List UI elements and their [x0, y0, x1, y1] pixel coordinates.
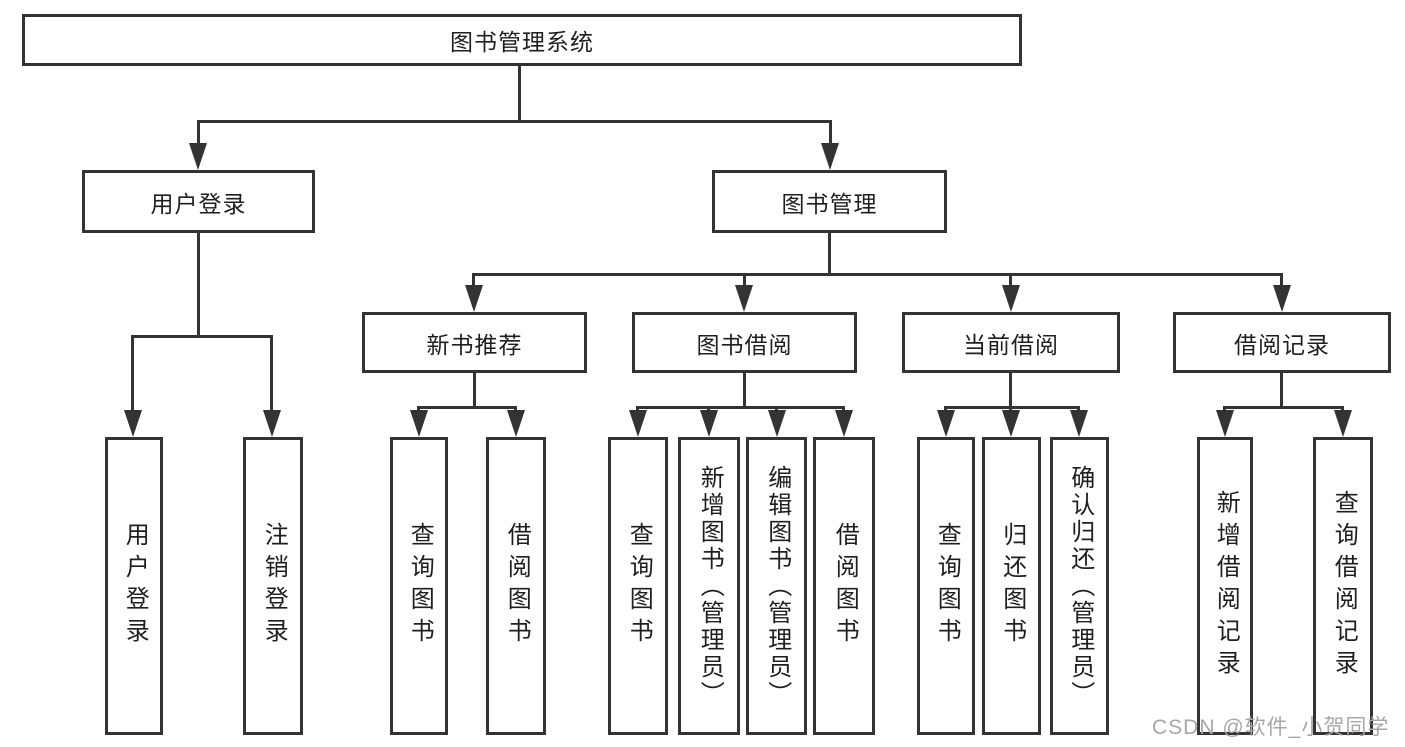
node-new-book-recommendation: 新书推荐	[362, 312, 587, 373]
arrow-down-icon	[1002, 285, 1020, 312]
leaf-edit-books-admin: 编辑图书（管理员）	[746, 437, 807, 735]
node-label: 注销登录	[260, 522, 288, 650]
node-label: 新书推荐	[426, 331, 523, 358]
arrow-down-icon	[821, 143, 839, 170]
arrow-down-icon	[1273, 285, 1291, 312]
node-label: 新增借阅记录	[1212, 490, 1240, 682]
leaf-confirm-return-admin: 确认归还（管理员）	[1050, 437, 1109, 735]
node-label: 查询图书	[933, 522, 961, 650]
arrow-down-icon	[1334, 410, 1352, 437]
leaf-add-books-admin: 新增图书（管理员）	[678, 437, 740, 735]
arrow-down-icon	[410, 410, 428, 437]
connector-line	[1280, 273, 1283, 293]
node-label: 确认归还（管理员）	[1066, 464, 1094, 708]
csdn-watermark: CSDN @软件_小贺同学	[1152, 716, 1390, 739]
connector-line	[197, 233, 200, 335]
connector-line	[743, 273, 746, 293]
arrow-down-icon	[735, 285, 753, 312]
node-label: 图书管理系统	[450, 29, 594, 55]
connector-line	[1009, 273, 1012, 293]
leaf-add-borrow-record: 新增借阅记录	[1197, 437, 1253, 735]
connector-line	[636, 406, 845, 409]
arrow-down-icon	[937, 410, 955, 437]
arrow-down-icon	[465, 285, 483, 312]
node-label: 编辑图书（管理员）	[763, 464, 791, 708]
leaf-return-books: 归还图书	[982, 437, 1041, 735]
node-label: 图书管理	[781, 190, 878, 217]
leaf-borrow-books: 借阅图书	[813, 437, 875, 735]
arrow-down-icon	[189, 143, 207, 170]
leaf-borrow-books-newbook: 借阅图书	[486, 437, 546, 735]
leaf-query-books-newbook: 查询图书	[390, 437, 448, 735]
connector-line	[472, 273, 1283, 276]
node-label: 借阅记录	[1234, 331, 1330, 358]
connector-line	[197, 120, 831, 123]
arrow-down-icon	[1216, 410, 1234, 437]
node-user-login: 用户登录	[82, 170, 315, 233]
connector-line	[472, 273, 475, 293]
connector-line	[1223, 406, 1344, 409]
leaf-query-books-borrow: 查询图书	[608, 437, 668, 735]
node-label: 借阅图书	[831, 522, 859, 650]
leaf-query-books-current: 查询图书	[917, 437, 975, 735]
connector-line	[743, 373, 746, 406]
node-label: 新增图书（管理员）	[696, 464, 724, 708]
connector-line	[131, 335, 134, 420]
node-book-borrowing: 图书借阅	[632, 312, 857, 373]
node-book-management: 图书管理	[712, 170, 947, 233]
arrow-down-icon	[124, 410, 142, 437]
leaf-query-borrow-record: 查询借阅记录	[1313, 437, 1373, 735]
connector-line	[828, 233, 831, 273]
arrow-down-icon	[768, 410, 786, 437]
node-label: 借阅图书	[503, 522, 531, 650]
arrow-down-icon	[1002, 410, 1020, 437]
arrow-down-icon	[1070, 410, 1088, 437]
node-label: 归还图书	[998, 522, 1026, 650]
node-label: 图书借阅	[696, 331, 793, 358]
node-label: 当前借阅	[963, 331, 1059, 358]
connector-line	[829, 120, 832, 160]
node-library-management-system: 图书管理系统	[22, 14, 1022, 66]
connector-line	[473, 373, 476, 406]
arrow-down-icon	[263, 410, 281, 437]
connector-line	[197, 120, 200, 160]
node-label: 用户登录	[150, 190, 247, 217]
node-borrowing-records: 借阅记录	[1173, 312, 1391, 373]
node-label: 用户登录	[121, 522, 149, 650]
connector-line	[270, 335, 273, 420]
connector-line	[518, 66, 521, 120]
node-current-borrowing: 当前借阅	[902, 312, 1120, 373]
arrow-down-icon	[835, 410, 853, 437]
node-label: 查询图书	[406, 522, 434, 650]
node-label: 查询图书	[625, 522, 653, 650]
leaf-user-login: 用户登录	[105, 437, 163, 735]
arrow-down-icon	[700, 410, 718, 437]
connector-line	[1280, 373, 1283, 406]
arrow-down-icon	[507, 410, 525, 437]
connector-line	[417, 406, 516, 409]
connector-line	[944, 406, 1080, 409]
leaf-logout-login: 注销登录	[243, 437, 303, 735]
connector-line	[131, 335, 272, 338]
arrow-down-icon	[629, 410, 647, 437]
connector-line	[1009, 373, 1012, 406]
node-label: 查询借阅记录	[1330, 490, 1358, 682]
